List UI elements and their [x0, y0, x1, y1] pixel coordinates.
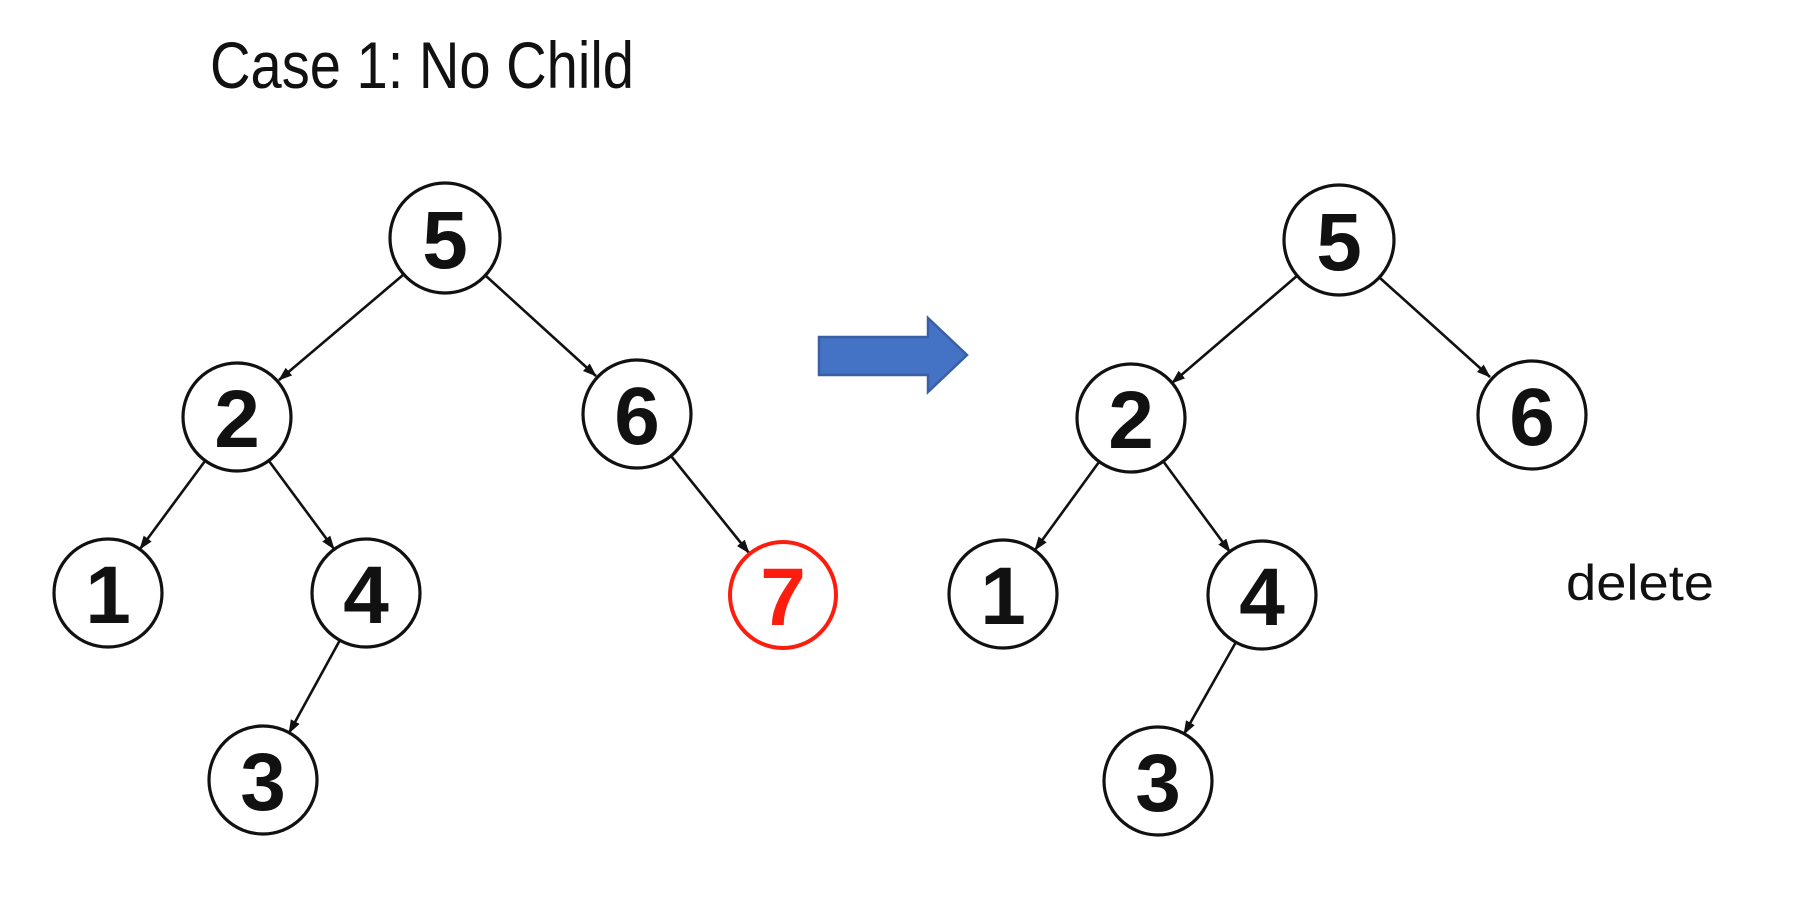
node-circle — [1282, 183, 1396, 297]
node-circle — [947, 538, 1059, 650]
node-circle — [310, 537, 422, 649]
tree-before-edges — [138, 274, 751, 734]
node-circle — [1476, 359, 1588, 471]
node-circle — [181, 361, 293, 473]
node-circle-highlight — [728, 540, 838, 650]
edge-after-2-1 — [1033, 461, 1101, 551]
tree-before: 5 2 6 1 4 7 3 — [52, 181, 838, 836]
tree-after-node-6: 6 — [1476, 359, 1588, 471]
tree-before-node-2: 2 — [181, 361, 293, 473]
node-label: 6 — [614, 371, 660, 462]
node-label: 5 — [422, 195, 468, 286]
tree-before-node-7-highlighted: 7 — [728, 540, 838, 650]
tree-after-node-4: 4 — [1206, 539, 1318, 651]
node-label: 5 — [1316, 197, 1362, 288]
edge-before-5-6 — [485, 275, 597, 377]
node-circle — [388, 181, 502, 295]
node-circle — [207, 724, 319, 836]
node-label: 1 — [980, 551, 1026, 642]
page-title: Case 1: No Child — [210, 28, 634, 102]
edge-before-2-1 — [138, 460, 207, 550]
edge-after-4-3 — [1182, 641, 1238, 735]
tree-before-node-1: 1 — [52, 537, 164, 649]
node-label: 4 — [1239, 552, 1285, 643]
tree-before-node-3: 3 — [207, 724, 319, 836]
node-circle — [52, 537, 164, 649]
edge-before-6-7 — [669, 455, 751, 554]
tree-before-node-6: 6 — [581, 358, 693, 470]
node-label: 1 — [85, 550, 131, 641]
node-circle — [581, 358, 693, 470]
tree-after-edges — [1033, 274, 1491, 735]
node-label: 3 — [240, 737, 286, 828]
right-arrow-icon — [817, 315, 969, 395]
delete-label: delete — [1566, 555, 1714, 611]
node-label: 4 — [343, 550, 389, 641]
tree-after: 5 2 6 1 4 3 — [947, 183, 1588, 837]
node-label: 6 — [1509, 372, 1555, 463]
node-circle — [1075, 362, 1187, 474]
node-label: 3 — [1135, 738, 1181, 829]
edge-before-2-4 — [267, 460, 336, 550]
node-circle — [1206, 539, 1318, 651]
tree-before-node-4: 4 — [310, 537, 422, 649]
edge-after-5-6 — [1379, 277, 1491, 378]
tree-after-node-3: 3 — [1102, 725, 1214, 837]
tree-after-node-1: 1 — [947, 538, 1059, 650]
edge-after-5-2 — [1171, 274, 1299, 384]
tree-before-node-5: 5 — [388, 181, 502, 295]
node-circle — [1102, 725, 1214, 837]
edge-after-2-4 — [1161, 460, 1232, 553]
node-label: 2 — [1108, 375, 1154, 466]
edge-before-5-2 — [278, 274, 404, 381]
edge-before-4-3 — [287, 639, 342, 734]
node-label: 2 — [214, 374, 260, 465]
tree-after-node-5: 5 — [1282, 183, 1396, 297]
tree-after-node-2: 2 — [1075, 362, 1187, 474]
node-label-highlight: 7 — [760, 552, 806, 643]
